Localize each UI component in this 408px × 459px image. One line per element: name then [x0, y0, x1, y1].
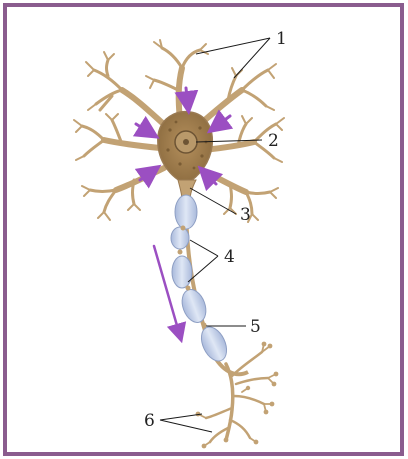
figure-frame — [5, 5, 402, 454]
label-dendrites: 1 — [276, 29, 287, 49]
label-axon-hillock: 3 — [240, 205, 251, 225]
label-nodes-of-ranvier: 4 — [224, 247, 235, 267]
label-axon-terminals: 6 — [144, 411, 155, 431]
arrow-icon — [186, 88, 188, 106]
label-myelin-sheath: 5 — [250, 317, 261, 337]
label-cell-body: 2 — [268, 131, 279, 151]
